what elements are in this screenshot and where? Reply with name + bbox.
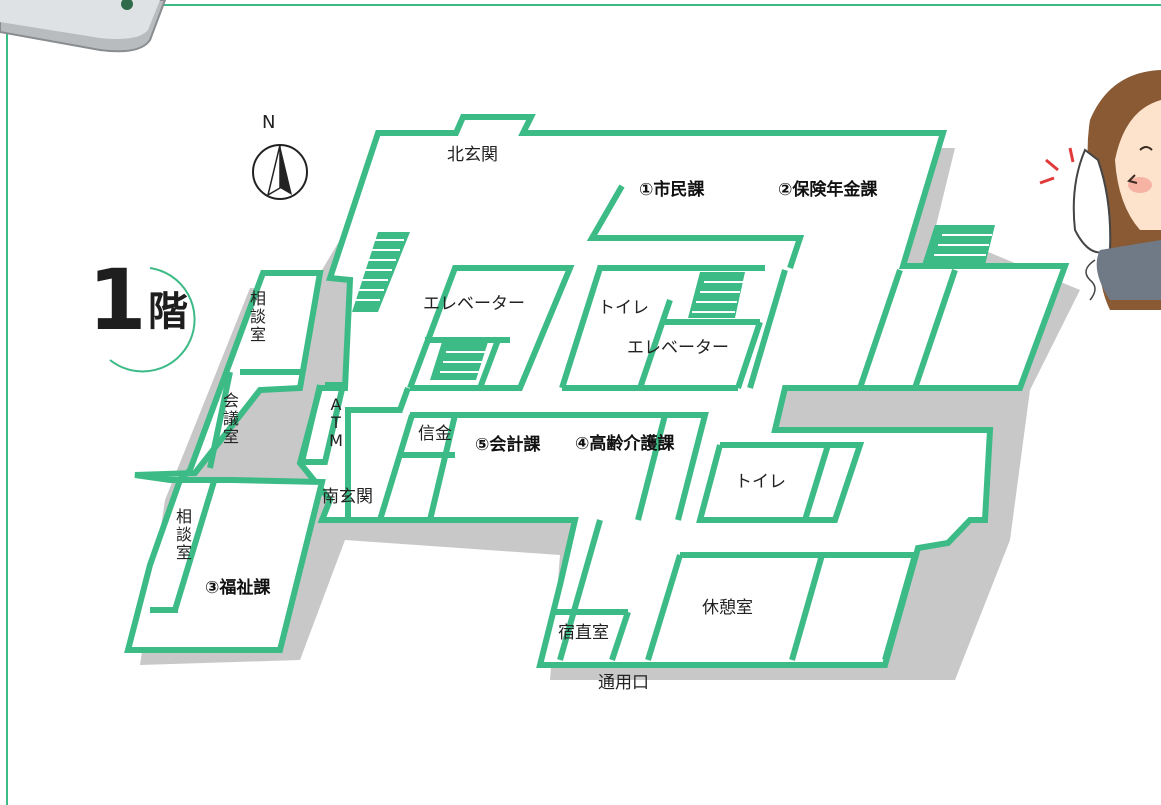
room-hoken-nenkin: ②保険年金課 bbox=[778, 180, 878, 200]
stairs-1 bbox=[352, 232, 410, 312]
room-kyukeishitsu: 休憩室 bbox=[702, 598, 753, 618]
room-fukushi: ③福祉課 bbox=[205, 578, 271, 598]
room-kaigishitsu: 会議室 bbox=[222, 391, 239, 446]
interior-walls bbox=[150, 184, 958, 661]
room-soudanshitsu-bottom: 相談室 bbox=[175, 507, 192, 562]
room-elevator-center: エレベーター bbox=[627, 338, 729, 358]
room-atm: ATM bbox=[329, 395, 343, 450]
room-toilet-center: トイレ bbox=[598, 298, 649, 318]
floor-badge-arc bbox=[109, 267, 196, 373]
floor-number: 1 bbox=[88, 251, 147, 349]
floor-kanji: 階 bbox=[148, 289, 188, 335]
operator-illustration-icon bbox=[1039, 70, 1161, 310]
compass-north-label: N bbox=[262, 112, 276, 133]
outline-west bbox=[124, 270, 326, 653]
room-shimin: ①市民課 bbox=[639, 180, 705, 200]
room-toilet-right: トイレ bbox=[735, 472, 786, 492]
room-south-entrance: 南玄関 bbox=[322, 487, 373, 507]
room-elevator-left: エレベーター bbox=[423, 294, 525, 314]
room-north-entrance: 北玄関 bbox=[447, 145, 498, 165]
room-shukuchokushitsu: 宿直室 bbox=[558, 623, 609, 643]
phone-image bbox=[0, 0, 167, 53]
room-shinkin: 信金 bbox=[418, 424, 452, 444]
stair-steps bbox=[354, 234, 992, 373]
stairs-3 bbox=[688, 272, 745, 318]
room-kaikei: ⑤会計課 bbox=[475, 435, 541, 455]
room-koureikaigo: ④高齢介護課 bbox=[575, 434, 675, 454]
compass-icon bbox=[252, 144, 308, 200]
room-soudanshitsu-top: 相談室 bbox=[249, 289, 266, 344]
room-tsuyouguchi: 通用口 bbox=[598, 673, 649, 693]
